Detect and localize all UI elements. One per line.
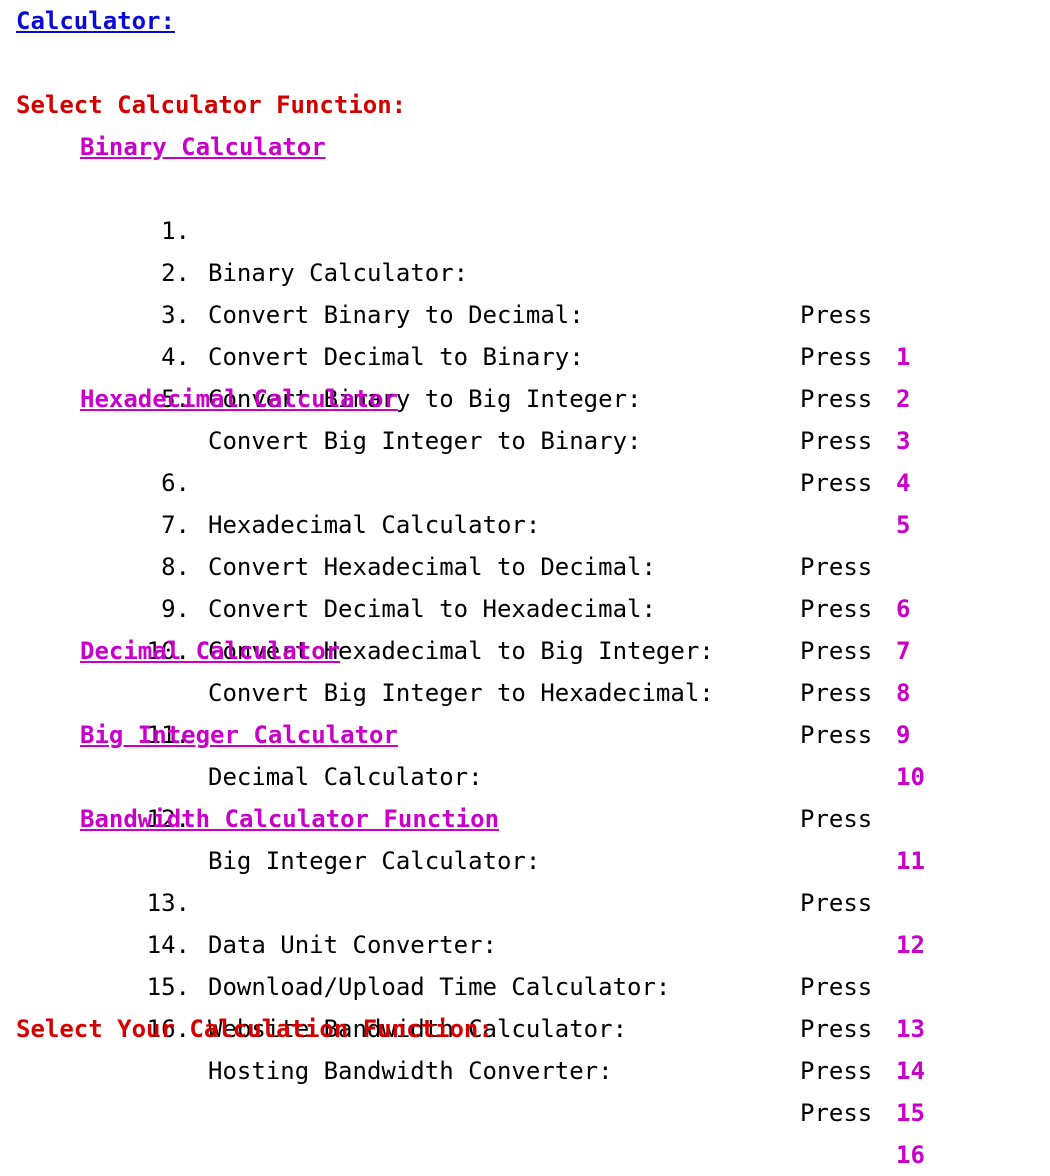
menu-item-13: 13. Data Unit Converter: Press 13 [0,840,1050,1043]
item-label: Hexadecimal Calculator: [208,511,541,539]
press-key: 2 [896,385,911,413]
menu-item-5: 5. Convert Big Integer to Binary: Press … [0,336,1050,539]
press-label: Press [800,637,873,665]
item-number: 7. [161,511,190,539]
press-key: 13 [896,1015,925,1043]
section-heading-decimal[interactable]: Decimal Calculator [80,637,341,665]
item-number: 1. [161,217,190,245]
menu-item-7: 7. Convert Hexadecimal to Decimal: Press… [0,462,1050,665]
item-label: Decimal Calculator: [208,763,483,791]
item-number: 14. [146,931,190,959]
select-calculation-prompt: Select Your Calculation Function: [16,1015,493,1043]
menu-item-3: 3. Convert Decimal to Binary: Press 3 [0,252,1050,455]
press-key: 7 [896,637,911,665]
menu-item-4: 4. Convert Binary to Big Integer: Press … [0,294,1050,497]
calculator-title-link[interactable]: Calculator: [16,7,175,35]
item-label: Convert Decimal to Hexadecimal: [208,595,656,623]
menu-item-16: 16. Hosting Bandwidth Converter: Press 1… [0,966,1050,1169]
press-key: 8 [896,679,911,707]
item-number: 10. [146,637,190,665]
item-number: 4. [161,343,190,371]
item-label: Data Unit Converter: [208,931,497,959]
press-key: 5 [896,511,911,539]
press-key: 9 [896,721,911,749]
menu-item-1: 1. Binary Calculator: Press 1 [0,168,1050,371]
select-function-prompt: Select Calculator Function: [16,91,407,119]
press-key: 14 [896,1057,925,1085]
press-label: Press [800,679,873,707]
press-key: 6 [896,595,911,623]
press-key: 4 [896,469,911,497]
menu-item-14: 14. Download/Upload Time Calculator: Pre… [0,882,1050,1085]
item-number: 6. [161,469,190,497]
item-label: Download/Upload Time Calculator: [208,973,671,1001]
item-number: 2. [161,259,190,287]
item-label: Hosting Bandwidth Converter: [208,1057,613,1085]
item-number: 15. [146,973,190,1001]
menu-item-9: 9. Convert Hexadecimal to Big Integer: P… [0,546,1050,749]
section-heading-bandwidth[interactable]: Bandwidth Calculator Function [80,805,500,833]
item-number: 5. [161,385,190,413]
menu-item-12: 12. Big Integer Calculator: Press 12 [0,756,1050,959]
menu-item-2: 2. Convert Binary to Decimal: Press 2 [0,210,1050,413]
item-label: Convert Big Integer to Binary: [208,427,642,455]
item-label: Convert Big Integer to Hexadecimal: [208,679,714,707]
item-label: Big Integer Calculator: [208,847,541,875]
press-label: Press [800,553,873,581]
press-label: Press [800,469,873,497]
press-label: Press [800,805,873,833]
item-label: Convert Hexadecimal to Big Integer: [208,637,714,665]
item-number: 9. [161,595,190,623]
menu-item-15: 15. Website Bandwidth Calculator: Press … [0,924,1050,1127]
press-label: Press [800,343,873,371]
menu-item-8: 8. Convert Decimal to Hexadecimal: Press… [0,504,1050,707]
press-label: Press [800,301,873,329]
item-number: 11. [146,721,190,749]
item-number: 3. [161,301,190,329]
press-label: Press [800,973,873,1001]
press-label: Press [800,1099,873,1127]
press-label: Press [800,1015,873,1043]
press-label: Press [800,889,873,917]
press-key: 3 [896,427,911,455]
section-heading-big-integer[interactable]: Big Integer Calculator [80,721,398,749]
press-label: Press [800,721,873,749]
item-label: Website Bandwidth Calculator: [208,1015,628,1043]
section-heading-hexadecimal[interactable]: Hexadecimal Calculator [80,385,398,413]
press-label: Press [800,385,873,413]
item-label: Binary Calculator: [208,259,469,287]
item-label: Convert Binary to Big Integer: [208,385,642,413]
press-key: 1 [896,343,911,371]
press-key: 11 [896,847,925,875]
menu-item-6: 6. Hexadecimal Calculator: Press 6 [0,420,1050,623]
press-key: 10 [896,763,925,791]
press-key: 16 [896,1141,925,1169]
item-number: 12. [146,805,190,833]
menu-item-10: 10. Convert Big Integer to Hexadecimal: … [0,588,1050,791]
press-label: Press [800,1057,873,1085]
press-key: 15 [896,1099,925,1127]
item-number: 8. [161,553,190,581]
item-label: Convert Binary to Decimal: [208,301,584,329]
item-label: Convert Decimal to Binary: [208,343,584,371]
item-number: 16. [146,1015,190,1043]
press-label: Press [800,595,873,623]
item-label: Convert Hexadecimal to Decimal: [208,553,656,581]
section-heading-binary[interactable]: Binary Calculator [80,133,326,161]
press-key: 12 [896,931,925,959]
menu-item-11: 11. Decimal Calculator: Press 11 [0,672,1050,875]
press-label: Press [800,427,873,455]
item-number: 13. [146,889,190,917]
